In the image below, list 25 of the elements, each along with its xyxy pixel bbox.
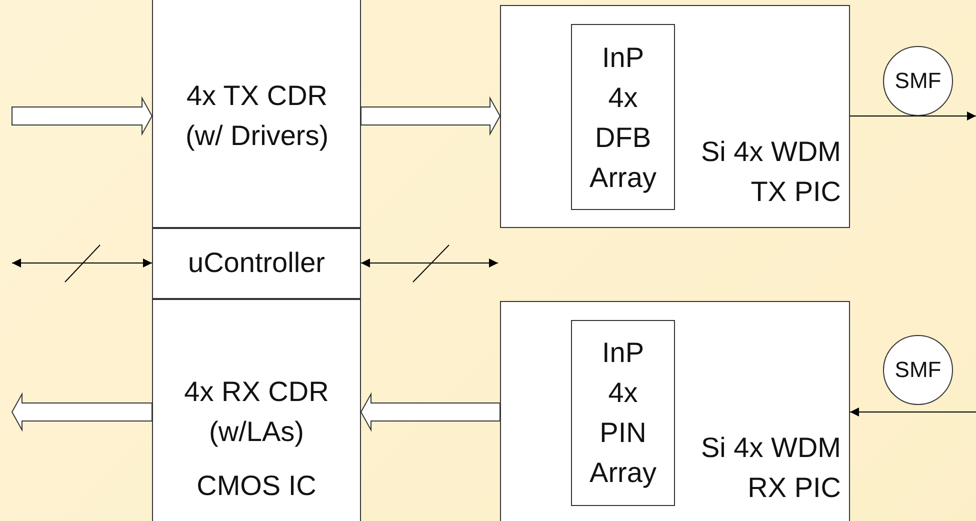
arrow bbox=[360, 258, 498, 268]
chip-block bbox=[500, 5, 850, 228]
array-block bbox=[571, 320, 675, 506]
block-label: Si 4x WDM RX PIC bbox=[700, 431, 841, 505]
block-arrow bbox=[12, 96, 153, 136]
block-label: 4x RX CDR (w/LAs) bbox=[183, 375, 330, 449]
fiber-label: SMF bbox=[894, 356, 942, 384]
arrow bbox=[918, 112, 976, 120]
block-label: InP 4x DFB Array bbox=[588, 41, 658, 195]
block-label: 4x TX CDR (w/ Drivers) bbox=[184, 79, 330, 153]
block-label: CMOS IC bbox=[196, 469, 318, 503]
circuit-block bbox=[152, 299, 361, 521]
arrow bbox=[850, 408, 976, 416]
array-block bbox=[571, 24, 675, 210]
circuit-block bbox=[152, 0, 361, 228]
block-label: InP 4x PIN Array bbox=[588, 336, 658, 490]
block-label: uController bbox=[187, 246, 326, 280]
block-arrow bbox=[11, 392, 152, 432]
chip-block bbox=[500, 301, 850, 521]
block-arrow bbox=[360, 96, 501, 136]
circuit-block bbox=[152, 228, 361, 299]
block-arrow bbox=[360, 392, 500, 432]
arrow bbox=[12, 258, 152, 268]
fiber-label: SMF bbox=[894, 67, 942, 95]
block-label: Si 4x WDM TX PIC bbox=[700, 135, 841, 209]
